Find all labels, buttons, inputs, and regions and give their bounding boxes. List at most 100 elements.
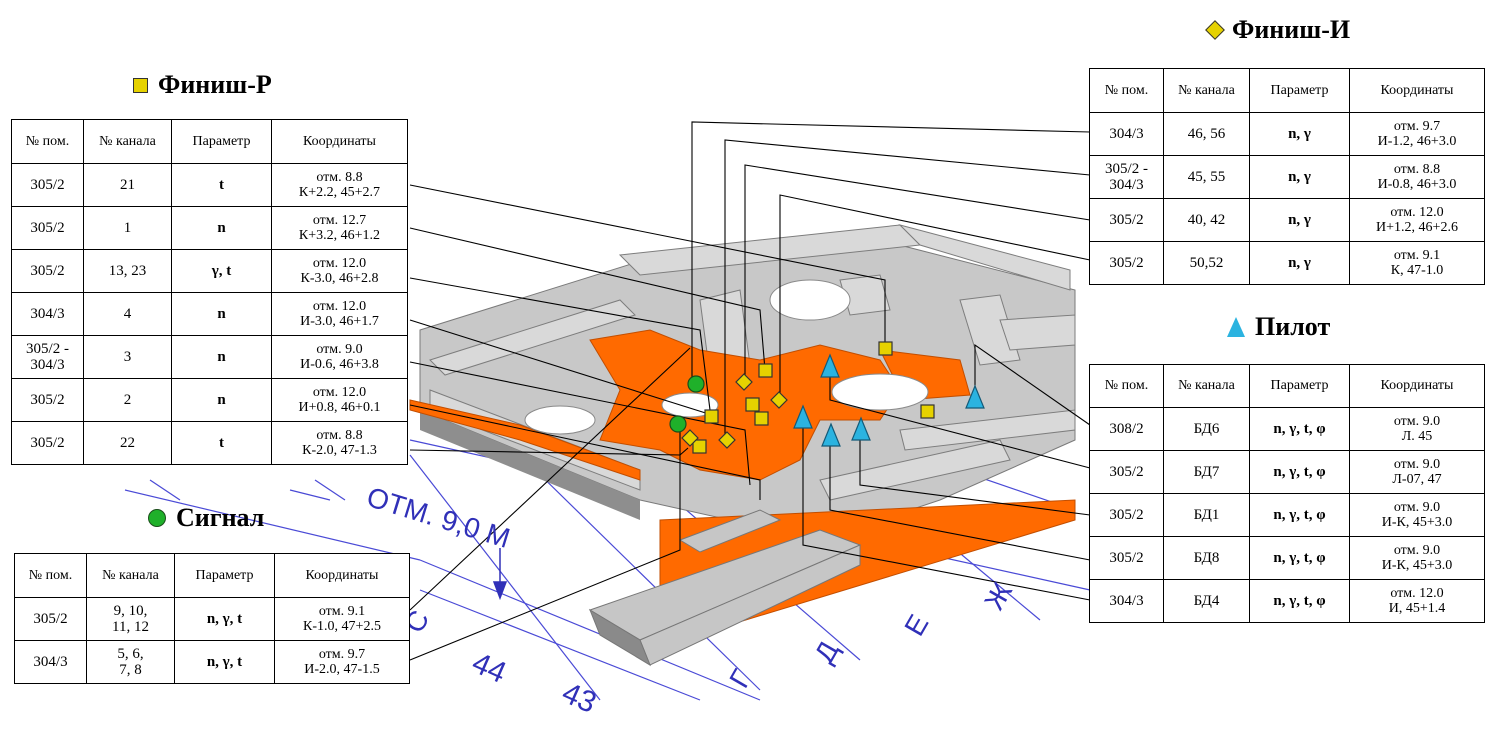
cell-room: 305/2 -304/3 (1089, 155, 1164, 199)
cell-room: 304/3 (14, 640, 87, 684)
axis-label-43: 43 (557, 676, 601, 720)
circle-marker-icon (148, 509, 166, 527)
finish-i-table: № пом. № канала Параметр Координаты 304/… (1089, 68, 1485, 285)
table-header-row: № пом. № канала Параметр Координаты (11, 119, 408, 164)
cell-param: n, γ (1249, 112, 1350, 156)
slab-side (420, 410, 640, 520)
axis-label-g: Г (723, 664, 757, 693)
openings (524, 279, 929, 435)
cell-channel: 5, 6,7, 8 (86, 640, 175, 684)
cell-channel: БД4 (1163, 579, 1250, 623)
cell-param: n, γ, t, φ (1249, 536, 1350, 580)
cell-room: 305/2 (11, 206, 84, 250)
signal-table: № пом. № канала Параметр Координаты 305/… (14, 553, 410, 684)
legend-finish-r-label: Финиш-Р (158, 70, 272, 99)
elevation-arrow (492, 548, 508, 601)
cell-room: 304/3 (11, 292, 84, 336)
cell-channel: 2 (83, 378, 172, 422)
cell-param: t (171, 421, 272, 465)
cell-param: n, γ, t, φ (1249, 450, 1350, 494)
cell-param: n (171, 292, 272, 336)
cell-param: n, γ, t, φ (1249, 579, 1350, 623)
legend-pilot-label: Пилот (1255, 312, 1331, 341)
cell-room: 305/2 (1089, 536, 1164, 580)
legend-pilot: Пилот (1227, 312, 1330, 342)
axis-label-d: Д (808, 636, 844, 668)
header-param: Параметр (174, 553, 275, 598)
cell-channel: 4 (83, 292, 172, 336)
cell-room: 305/2 (11, 249, 84, 293)
pilot-table: № пом. № канала Параметр Координаты 308/… (1089, 364, 1485, 623)
cell-param: n (171, 378, 272, 422)
legend-finish-i: Финиш-И (1205, 15, 1350, 45)
axis-label-e: Е (898, 609, 934, 641)
header-channel: № канала (1163, 364, 1250, 408)
cell-param: n, γ, t (174, 597, 275, 641)
pilot-markers (793, 353, 985, 447)
finish-r-markers (692, 341, 935, 454)
cell-room: 305/2 (11, 421, 84, 465)
cell-param: n, γ (1249, 241, 1350, 285)
header-room: № пом. (1089, 68, 1164, 113)
cell-channel: БД6 (1163, 407, 1250, 451)
header-channel: № канала (1163, 68, 1250, 113)
axis-label-44: 44 (467, 646, 511, 690)
header-channel: № канала (86, 553, 175, 598)
cell-room: 305/2 (1089, 198, 1164, 242)
header-param: Параметр (1249, 364, 1350, 408)
legend-finish-r: Финиш-Р (133, 70, 272, 100)
table-header-row: № пом. № канала Параметр Координаты (1089, 364, 1485, 408)
cell-channel: 45, 55 (1163, 155, 1250, 199)
cell-param: γ, t (171, 249, 272, 293)
cell-param: n (171, 206, 272, 250)
square-marker-icon (133, 77, 148, 93)
cell-room: 305/2 (11, 163, 84, 207)
cell-param: n (171, 335, 272, 379)
cell-param: n, γ, t, φ (1249, 407, 1350, 451)
header-room: № пом. (14, 553, 87, 598)
cell-room: 305/2 (14, 597, 87, 641)
header-param: Параметр (1249, 68, 1350, 113)
header-param: Параметр (171, 119, 272, 164)
cell-room: 305/2 (11, 378, 84, 422)
table-header-row: № пом. № канала Параметр Координаты (1089, 68, 1485, 113)
cell-channel: 50,52 (1163, 241, 1250, 285)
header-coords: Координаты (271, 119, 408, 164)
header-coords: Координаты (274, 553, 410, 598)
cell-param: n, γ (1249, 155, 1350, 199)
cell-channel: 3 (83, 335, 172, 379)
cell-room: 305/2 (1089, 493, 1164, 537)
header-room: № пом. (11, 119, 84, 164)
cell-channel: 22 (83, 421, 172, 465)
cell-channel: БД7 (1163, 450, 1250, 494)
finish-r-table: № пом. № канала Параметр Координаты 305/… (11, 119, 408, 465)
cell-room: 305/2 -304/3 (11, 335, 84, 379)
header-channel: № канала (83, 119, 172, 164)
finish-i-markers (681, 373, 788, 449)
